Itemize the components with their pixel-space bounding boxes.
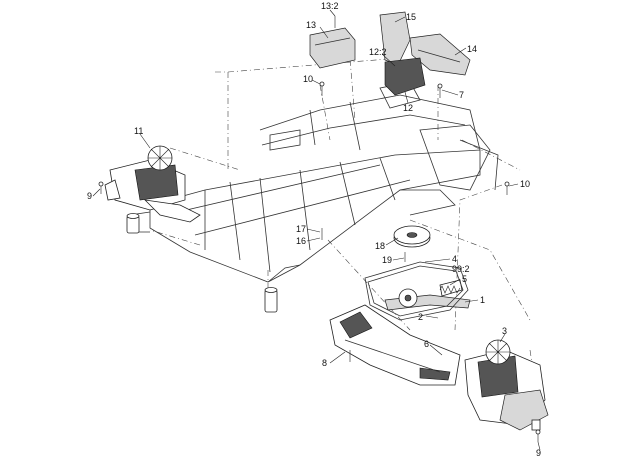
cooling-fan-right — [485, 339, 511, 365]
callout-14: 14 — [467, 44, 477, 54]
callout-15: 15 — [406, 12, 416, 22]
bolt-10-top — [319, 81, 325, 96]
pump-housing-12 — [384, 57, 426, 96]
drive-belt — [364, 261, 469, 321]
callout-3: 3 — [502, 326, 507, 336]
roller-post-left — [126, 213, 140, 234]
callout-13-2: 13:2 — [321, 1, 339, 11]
cooling-fan-left — [147, 145, 173, 171]
bolt-9-left — [98, 181, 104, 194]
alignment-lines — [149, 33, 541, 416]
callout-13: 13 — [306, 20, 316, 30]
callout-6: 6 — [424, 339, 429, 349]
callout-17: 17 — [296, 224, 306, 234]
callout-9-left: 9 — [87, 191, 92, 201]
right-transaxle — [464, 339, 549, 431]
callout-7: 7 — [459, 90, 464, 100]
bracket-15 — [379, 11, 411, 66]
idler-arm — [384, 279, 471, 311]
callout-10-right: 10 — [520, 179, 530, 189]
idler-spring — [439, 285, 461, 294]
callout-8: 8 — [322, 358, 327, 368]
pump-mount-plate — [329, 304, 461, 386]
callout-1: 1 — [480, 295, 485, 305]
callout-19: 19 — [382, 255, 392, 265]
left-transaxle — [104, 145, 201, 223]
roller-post-front — [264, 287, 278, 313]
bolt-7 — [437, 83, 443, 98]
callout-11: 11 — [134, 126, 143, 136]
callout-4: 4 — [452, 254, 457, 264]
drive-pulley — [393, 225, 431, 248]
callout-16: 16 — [296, 236, 306, 246]
callout-2: 2 — [418, 312, 423, 322]
bolt-10-right — [504, 181, 510, 195]
callout-10-top: 10 — [303, 74, 313, 84]
callout-12-2: 12:2 — [369, 47, 387, 57]
callout-5: 5 — [462, 274, 467, 284]
callout-99-2: 99:2 — [452, 264, 470, 274]
callout-18: 18 — [375, 241, 385, 251]
bracket-13 — [309, 27, 356, 69]
callout-9-right: 9 — [536, 448, 541, 458]
main-frame — [127, 81, 499, 283]
bolt-9-right — [535, 429, 541, 442]
callout-12: 12 — [403, 103, 413, 113]
cover-14 — [409, 33, 471, 76]
leader-lines — [92, 9, 541, 451]
callout-labels: 13:2 15 13 14 12:2 10 7 12 11 9 10 17 16… — [87, 1, 541, 458]
